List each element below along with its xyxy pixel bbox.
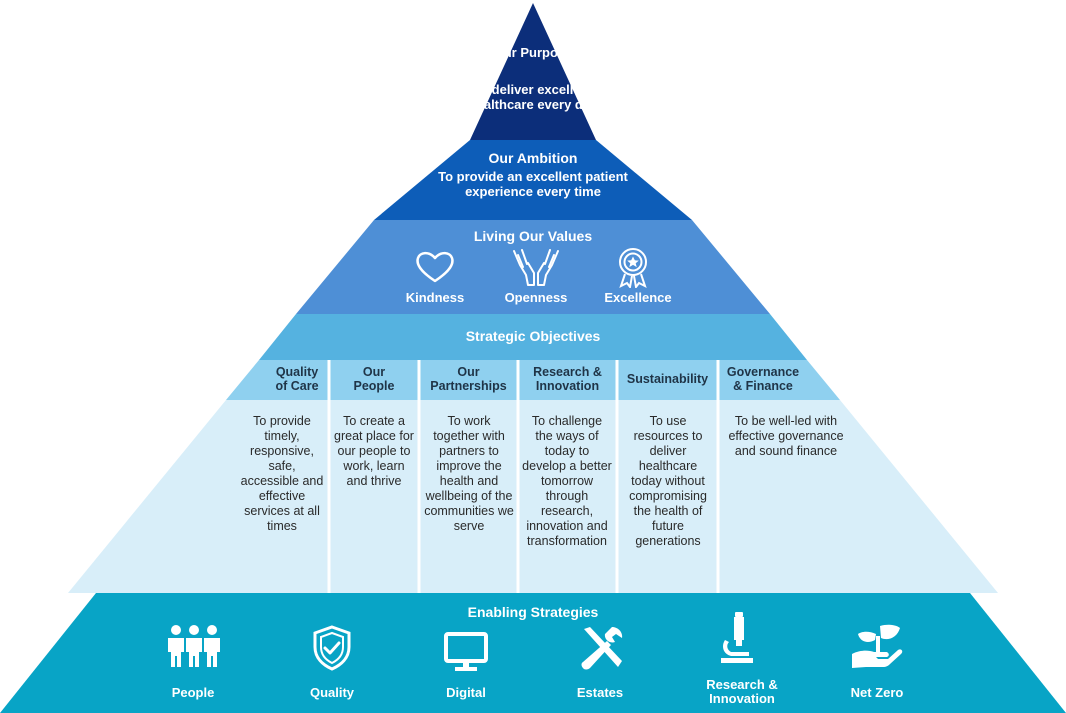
objective-text-sustainability: To use resources to deliver healthcare t… bbox=[629, 414, 707, 548]
shield-check-icon bbox=[313, 625, 351, 671]
values-tier bbox=[296, 220, 770, 314]
objective-text-quality-of-care: To provide timely, responsive, safe, acc… bbox=[240, 414, 324, 533]
open-hands-icon bbox=[513, 249, 559, 286]
enabling-label-people: People bbox=[171, 685, 215, 700]
values-title: Living Our Values bbox=[473, 228, 593, 244]
people-icon bbox=[168, 625, 220, 667]
objective-text-our-people: To create a great place for our people t… bbox=[334, 414, 414, 488]
enabling-label-net-zero: Net Zero bbox=[850, 685, 904, 700]
enabling-label-digital: Digital bbox=[446, 685, 486, 700]
ambition-text: To provide an excellent patient experien… bbox=[438, 169, 628, 199]
objective-heading-governance-finance: Governance & Finance bbox=[726, 365, 800, 393]
ambition-tier bbox=[374, 140, 692, 220]
value-label-openness: Openness bbox=[504, 290, 568, 305]
monitor-icon bbox=[444, 632, 488, 671]
tools-icon bbox=[581, 627, 623, 670]
ambition-title: Our Ambition bbox=[488, 150, 578, 166]
objective-text-research-innovation: To challenge the ways of today to develo… bbox=[522, 414, 612, 548]
objectives-title-band bbox=[259, 314, 807, 360]
enabling-tier bbox=[0, 593, 1066, 713]
objective-column-dividers bbox=[327, 360, 720, 593]
objective-heading-sustainability: Sustainability bbox=[626, 372, 709, 387]
objective-heading-quality-of-care: Quality of Care bbox=[275, 365, 319, 393]
value-label-excellence: Excellence bbox=[604, 290, 672, 305]
objective-text-governance-finance: To be well-led with effective governance… bbox=[728, 414, 844, 458]
enabling-title: Enabling Strategies bbox=[467, 604, 599, 620]
award-rosette-icon bbox=[619, 248, 647, 288]
value-label-kindness: Kindness bbox=[405, 290, 465, 305]
purpose-tier bbox=[470, 3, 596, 140]
purpose-text: To deliver excellent healthcare every da… bbox=[468, 82, 598, 112]
objectives-header-band bbox=[226, 360, 840, 400]
plant-in-hand-icon bbox=[852, 624, 903, 668]
enabling-label-research-innovation: Research & Innovation bbox=[706, 677, 778, 706]
purpose-title: Our Purpose bbox=[493, 45, 573, 60]
objective-heading-research-innovation: Research & Innovation bbox=[533, 365, 602, 393]
heart-icon bbox=[416, 251, 454, 283]
objectives-body bbox=[68, 400, 998, 593]
enabling-label-estates: Estates bbox=[576, 685, 624, 700]
microscope-icon bbox=[721, 612, 753, 663]
objective-text-our-partnerships: To work together with partners to improv… bbox=[424, 414, 514, 533]
enabling-label-quality: Quality bbox=[309, 685, 355, 700]
objective-heading-our-partnerships: Our Partnerships bbox=[430, 365, 507, 393]
objective-heading-our-people: Our People bbox=[353, 365, 395, 393]
objectives-title: Strategic Objectives bbox=[465, 328, 601, 344]
